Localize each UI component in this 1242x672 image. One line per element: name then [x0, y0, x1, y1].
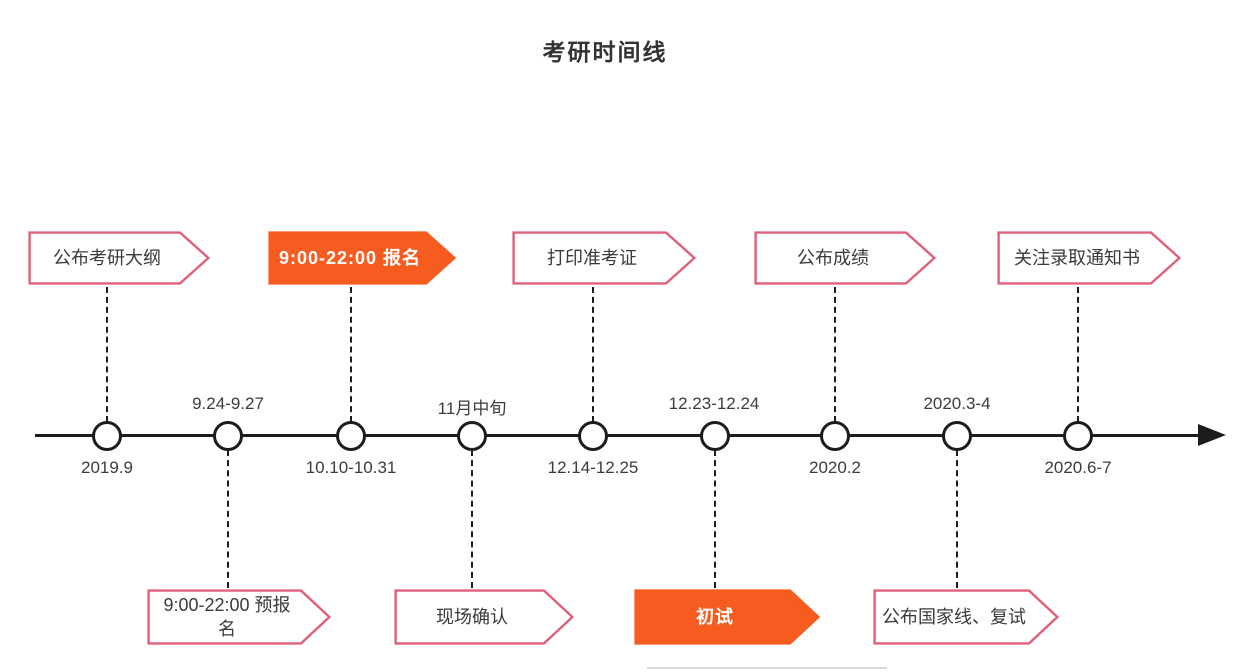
banner-pre-registration: 9:00-22:00 预报名: [147, 589, 331, 645]
date-label: 10.10-10.31: [305, 458, 397, 477]
timeline-node: [578, 421, 608, 451]
banner-label: 公布成绩: [797, 247, 869, 268]
banner-label: 9:00-22:00 报名: [278, 247, 422, 268]
connector-dashed: [471, 450, 473, 588]
timeline-node: [213, 421, 243, 451]
banner-publish-exam-outline: 公布考研大纲: [28, 231, 210, 285]
timeline-node: [336, 421, 366, 451]
timeline-arrowhead-icon: [1198, 424, 1226, 446]
banner-national-line-retest: 公布国家线、复试: [873, 589, 1059, 645]
timeline-node: [700, 421, 730, 451]
banner-label: 公布考研大纲: [53, 247, 161, 268]
banner-print-admission-ticket: 打印准考证: [512, 231, 696, 285]
date-label: 2020.2: [809, 458, 861, 477]
date-label: 9.24-9.27: [192, 394, 264, 413]
connector-dashed: [834, 287, 836, 422]
page-title: 考研时间线: [542, 39, 668, 65]
connector-dashed: [350, 287, 352, 422]
banner-initial-exam: 初试: [634, 589, 820, 645]
banner-label: 初试: [696, 606, 734, 627]
date-label: 11月中旬: [437, 399, 507, 418]
banner-registration: 9:00-22:00 报名: [268, 231, 456, 285]
banner-label: 公布国家线、复试: [882, 606, 1026, 627]
date-label: 12.14-12.25: [547, 458, 639, 477]
banner-label: 关注录取通知书: [1014, 247, 1140, 268]
timeline-node: [942, 421, 972, 451]
date-label: 2020.3-4: [923, 394, 991, 413]
date-label: 2020.6-7: [1044, 458, 1112, 477]
connector-dashed: [714, 450, 716, 588]
connector-dashed: [592, 287, 594, 422]
bottom-edge-artifact-line: [647, 667, 887, 669]
banner-label: 打印准考证: [547, 247, 637, 268]
timeline-node: [457, 421, 487, 451]
timeline-axis-line: [35, 434, 1205, 437]
timeline-node: [92, 421, 122, 451]
connector-dashed: [1077, 287, 1079, 422]
connector-dashed: [227, 450, 229, 588]
connector-dashed: [106, 287, 108, 422]
banner-publish-scores: 公布成绩: [754, 231, 936, 285]
date-label: 12.23-12.24: [668, 394, 760, 413]
connector-dashed: [956, 450, 958, 588]
banner-admission-letter: 关注录取通知书: [997, 231, 1181, 285]
banner-label: 现场确认: [436, 606, 508, 627]
timeline-node: [1063, 421, 1093, 451]
banner-label: 9:00-22:00 预报名: [163, 594, 291, 639]
banner-onsite-confirmation: 现场确认: [394, 589, 574, 645]
date-label: 2019.9: [81, 458, 133, 477]
timeline-node: [820, 421, 850, 451]
